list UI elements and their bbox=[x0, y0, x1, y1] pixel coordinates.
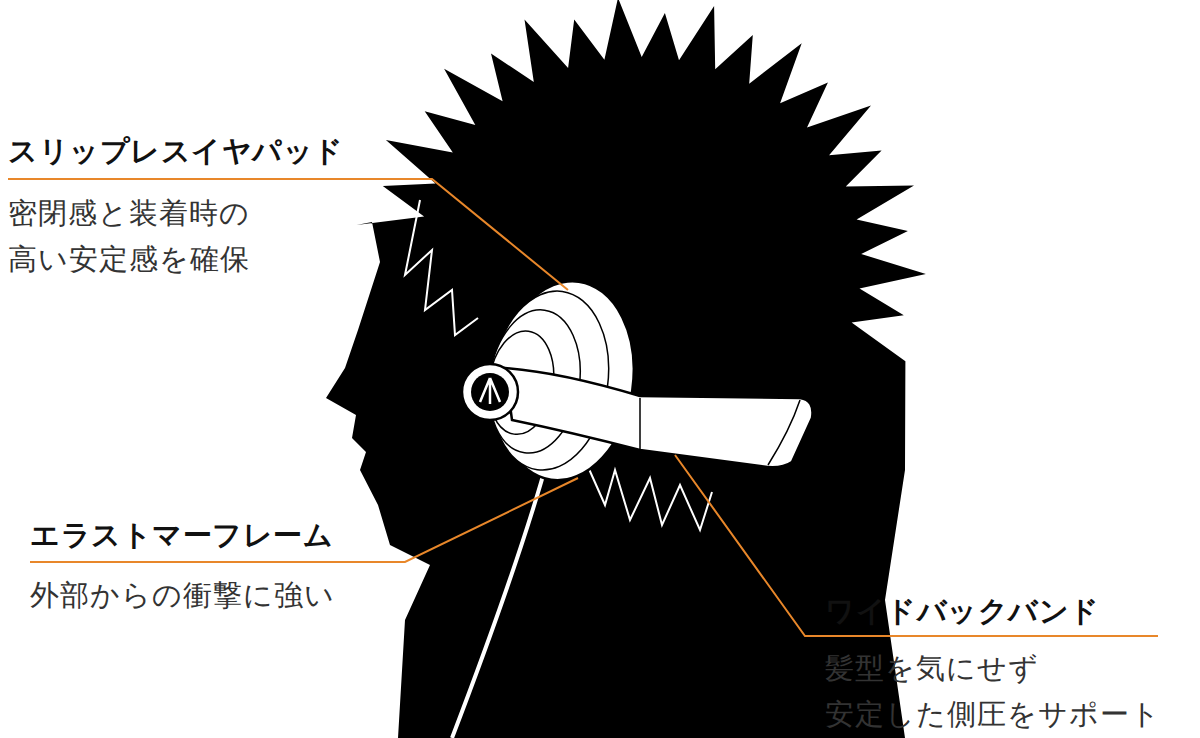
leader-line bbox=[675, 455, 1158, 636]
leader-line bbox=[8, 179, 568, 290]
hair-edge bbox=[405, 200, 478, 335]
logo-badge bbox=[462, 364, 518, 420]
band-edge bbox=[640, 398, 800, 465]
part-description: 髪型を気にせず 安定した側圧をサポート bbox=[825, 645, 1190, 738]
part-description: 外部からの衝撃に強い bbox=[30, 572, 335, 618]
part-name: ワイドバックバンド bbox=[825, 594, 1100, 629]
leader-line bbox=[30, 478, 578, 562]
part-description: 密閉感と装着時の 高い安定感を確保 bbox=[8, 190, 308, 283]
hair-edge bbox=[585, 460, 712, 530]
back-band bbox=[505, 368, 813, 467]
logo-mark bbox=[480, 378, 500, 404]
logo-mark bbox=[471, 373, 509, 411]
part-name: スリップレスイヤパッド bbox=[8, 134, 344, 169]
part-name: エラストマーフレーム bbox=[30, 518, 333, 553]
